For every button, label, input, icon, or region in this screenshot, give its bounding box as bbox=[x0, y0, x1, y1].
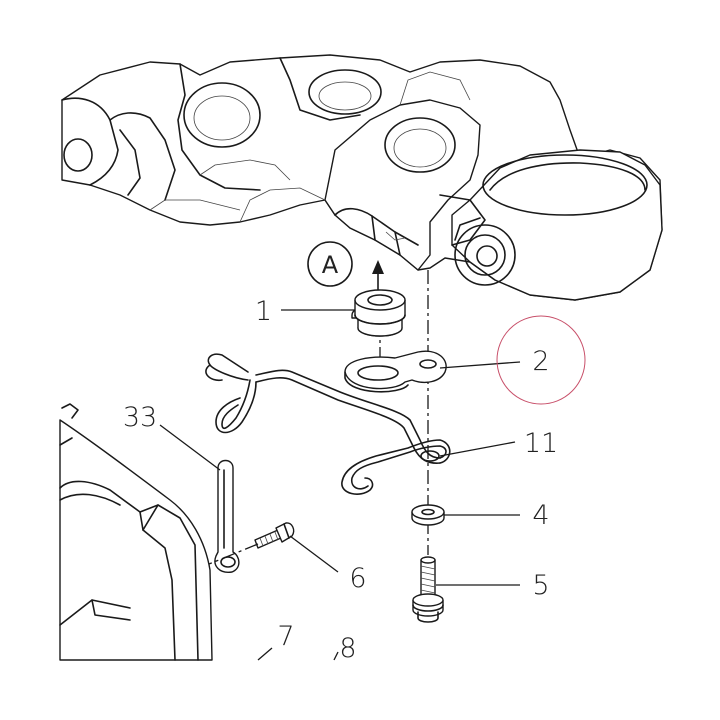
callout-11: 11 bbox=[524, 428, 558, 459]
callout-2: 2 bbox=[532, 346, 549, 377]
callout-1: 1 bbox=[255, 296, 272, 327]
callout-8: 8 bbox=[339, 633, 356, 664]
callout-7: 7 bbox=[277, 621, 294, 652]
steering-yoke-casting bbox=[61, 54, 663, 301]
reference-marker-a: A bbox=[307, 241, 353, 287]
reference-marker-label: A bbox=[322, 251, 339, 279]
bracket-washer bbox=[344, 350, 447, 393]
wire-retaining-clip bbox=[205, 353, 451, 495]
flat-washer bbox=[411, 504, 445, 526]
callout-leaders bbox=[159, 309, 521, 661]
rubber-grommet bbox=[351, 289, 406, 337]
tapping-screw bbox=[254, 522, 295, 549]
lower-fairing-panel bbox=[59, 403, 213, 661]
flange-bolt bbox=[412, 556, 444, 623]
callout-highlight-ring bbox=[496, 315, 586, 405]
callout-6: 6 bbox=[349, 563, 366, 594]
callout-5: 5 bbox=[532, 570, 549, 601]
callout-4: 4 bbox=[532, 500, 549, 531]
cable-tie-strip bbox=[214, 459, 240, 573]
callout-33: 33 bbox=[123, 402, 157, 433]
